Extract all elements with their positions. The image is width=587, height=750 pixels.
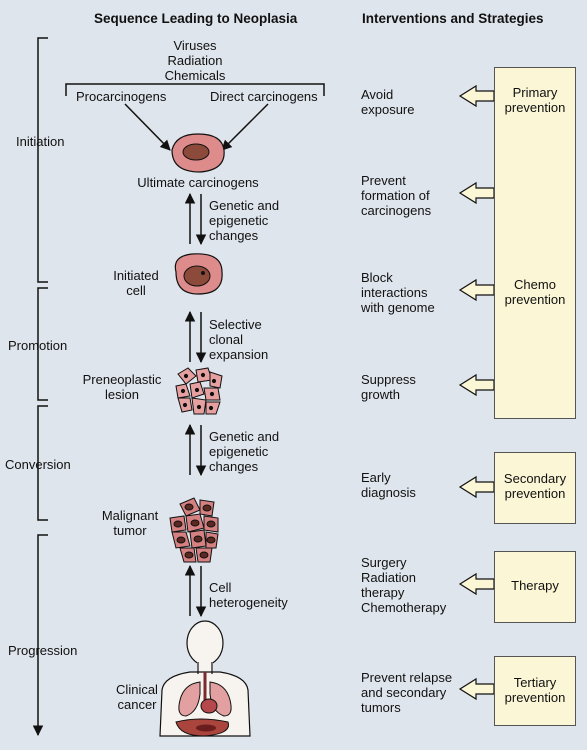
procarcinogens-label: Procarcinogens: [76, 89, 167, 104]
ultimate-carcinogen-cell: [171, 133, 225, 173]
agents-list: Viruses Radiation Chemicals: [145, 38, 245, 83]
preneoplastic-cluster: [175, 367, 223, 415]
right-header: Interventions and Strategies: [362, 11, 544, 26]
stage-initiation: Initiation: [16, 134, 65, 149]
strategy-therapy: Therapy: [511, 578, 559, 593]
intervention-arrows: [458, 84, 495, 701]
stage-promotion: Promotion: [8, 338, 68, 353]
primary-chemo-prevention-box: [494, 67, 576, 419]
therapy-box: [494, 551, 576, 623]
left-header: Sequence Leading to Neoplasia: [94, 11, 298, 26]
tertiary-prevention-box: [494, 656, 576, 726]
stage-conversion: Conversion: [5, 457, 71, 472]
malignant-tumor-cluster: [169, 497, 219, 563]
secondary-prevention-box: [494, 452, 576, 524]
initiation-bracket: [37, 37, 48, 283]
promotion-bracket: [37, 287, 48, 401]
initiated-cell: [174, 253, 223, 295]
agents-divider: [65, 83, 325, 96]
agent-chemicals: Chemicals: [164, 68, 226, 83]
stage-progression: Progression: [8, 643, 78, 658]
step-ultimate-carcinogens: Ultimate carcinogens: [137, 175, 259, 190]
human-torso-illustration: [159, 620, 251, 737]
direct-carcinogen-arrow: [221, 103, 269, 151]
conversion-bracket: [37, 405, 48, 521]
procarcinogen-arrow: [124, 103, 171, 151]
agent-radiation: Radiation: [167, 53, 223, 68]
progression-bracket: [32, 534, 48, 737]
stage-brackets: [32, 37, 48, 737]
agent-viruses: Viruses: [173, 38, 217, 53]
transition-arrows: [184, 192, 207, 618]
direct-carcinogens-label: Direct carcinogens: [210, 89, 318, 104]
